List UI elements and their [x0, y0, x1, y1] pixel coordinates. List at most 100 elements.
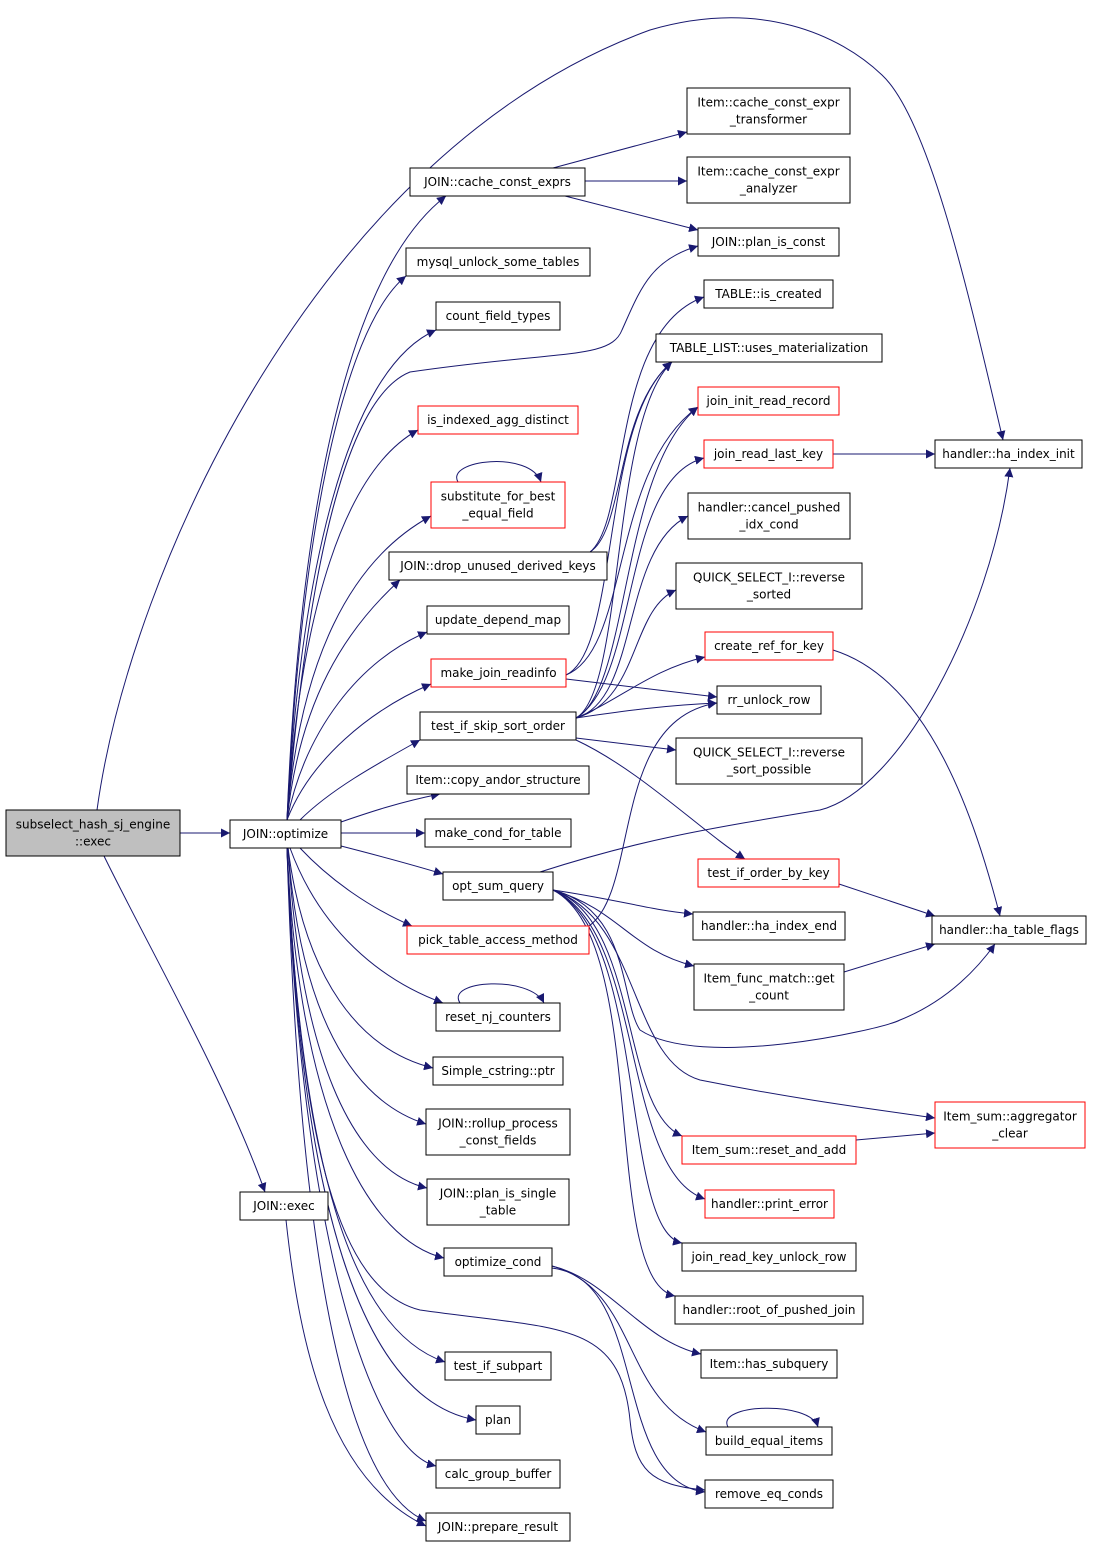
node-label: Item_sum::aggregator [943, 1110, 1077, 1124]
edge-make_join_readinfo-to-join_init_read [565, 406, 699, 676]
edge-drop_unused-to-table_is_created [589, 295, 705, 553]
node-test-subpart[interactable]: test_if_subpart [444, 1351, 552, 1381]
node-plan-is-const[interactable]: JOIN::plan_is_const [697, 227, 840, 257]
node-box [703, 279, 834, 309]
edge-optimize-to-pick_table [299, 847, 413, 927]
node-root[interactable]: subselect_hash_sj_engine::exec [5, 809, 181, 857]
node-box [435, 1459, 561, 1489]
node-box [406, 765, 590, 795]
node-jrk-unlock[interactable]: join_read_key_unlock_row [681, 1242, 857, 1272]
node-prepare-result[interactable]: JOIN::prepare_result [425, 1512, 571, 1542]
node-box [687, 492, 851, 540]
edge-cache_const_exprs-to-plan_is_const [564, 195, 699, 233]
edge-opt_sum_query-to-ha_index_init [539, 467, 1014, 873]
node-ha-index-init[interactable]: handler::ha_index_init [934, 439, 1083, 469]
node-label: pick_table_access_method [418, 933, 578, 947]
node-label: plan [485, 1413, 511, 1427]
node-label: test_if_skip_sort_order [431, 719, 565, 733]
node-label: Item::cache_const_expr [697, 96, 839, 110]
edge-substitute-to-substitute [456, 461, 543, 483]
node-remove-eq[interactable]: remove_eq_conds [704, 1479, 834, 1509]
node-box [432, 1056, 564, 1086]
node-label: _count [748, 989, 789, 1003]
node-pick-table[interactable]: pick_table_access_method [406, 925, 590, 955]
node-plan-single[interactable]: JOIN::plan_is_single_table [426, 1178, 570, 1226]
node-optimize[interactable]: JOIN::optimize [229, 819, 342, 849]
node-opt-sum-query[interactable]: opt_sum_query [442, 871, 554, 901]
node-calc-group[interactable]: calc_group_buffer [435, 1459, 561, 1489]
node-label: Item::cache_const_expr [697, 165, 839, 179]
node-join-read-last[interactable]: join_read_last_key [703, 439, 834, 469]
node-qs-reverse-sorted[interactable]: QUICK_SELECT_I::reverse_sorted [675, 562, 863, 610]
edge-opt_sum_query-to-print_error [552, 889, 706, 1201]
node-box [444, 1351, 552, 1381]
node-drop-unused[interactable]: JOIN::drop_unused_derived_keys [388, 551, 608, 581]
node-root-pushed[interactable]: handler::root_of_pushed_join [674, 1295, 864, 1325]
edge-opt_sum_query-to-reset_and_add [552, 889, 683, 1137]
node-cancel-pushed[interactable]: handler::cancel_pushed_idx_cond [687, 492, 851, 540]
node-label: JOIN::plan_is_single [439, 1187, 557, 1201]
edge-pick_table-to-rr_unlock [588, 699, 718, 927]
node-label: substitute_for_best [441, 490, 556, 504]
node-label: TABLE::is_created [714, 287, 822, 301]
node-func-match[interactable]: Item_func_match::get_count [693, 963, 845, 1011]
node-box [716, 685, 822, 715]
node-box [934, 439, 1083, 469]
node-ha-table-flags[interactable]: handler::ha_table_flags [931, 915, 1087, 945]
node-test-order-by-key[interactable]: test_if_order_by_key [697, 858, 840, 888]
node-box [686, 156, 851, 204]
node-mysql-unlock[interactable]: mysql_unlock_some_tables [405, 247, 591, 277]
node-label: handler::root_of_pushed_join [682, 1303, 855, 1317]
node-box [424, 818, 572, 848]
node-label: ::exec [75, 835, 111, 849]
node-ha-index-end[interactable]: handler::ha_index_end [692, 911, 846, 941]
node-count-field-types[interactable]: count_field_types [435, 301, 561, 331]
node-create-ref[interactable]: create_ref_for_key [704, 631, 834, 661]
node-update-depend[interactable]: update_depend_map [426, 605, 570, 635]
node-label: _const_fields [459, 1134, 537, 1148]
node-label: _clear [991, 1127, 1028, 1141]
node-label: handler::ha_index_init [942, 447, 1075, 461]
edge-exec-to-prepare_result [285, 1219, 427, 1527]
node-rr-unlock[interactable]: rr_unlock_row [716, 685, 822, 715]
edge-make_join_readinfo-to-rr_unlock [565, 678, 718, 701]
node-box [931, 915, 1087, 945]
node-plan[interactable]: plan [475, 1405, 521, 1435]
node-label: test_if_subpart [454, 1359, 543, 1373]
node-test-if-skip[interactable]: test_if_skip_sort_order [419, 711, 577, 741]
node-label: Item::copy_andor_structure [415, 773, 580, 787]
node-copy-andor[interactable]: Item::copy_andor_structure [406, 765, 590, 795]
node-table-is-created[interactable]: TABLE::is_created [703, 279, 834, 309]
node-make-cond[interactable]: make_cond_for_table [424, 818, 572, 848]
node-simple-cstring[interactable]: Simple_cstring::ptr [432, 1056, 564, 1086]
node-reset-and-add[interactable]: Item_sum::reset_and_add [681, 1135, 857, 1165]
node-label: JOIN::rollup_process [437, 1117, 558, 1131]
node-agg-clear[interactable]: Item_sum::aggregator_clear [934, 1101, 1086, 1149]
node-label: _analyzer [739, 182, 797, 196]
edge-optimize-to-simple_cstring [287, 847, 434, 1071]
node-label: _equal_field [461, 507, 533, 521]
node-qs-reverse-possible[interactable]: QUICK_SELECT_I::reverse_sort_possible [675, 737, 863, 785]
node-has-subquery[interactable]: Item::has_subquery [700, 1349, 838, 1379]
node-box [704, 1189, 835, 1219]
node-reset-nj[interactable]: reset_nj_counters [435, 1002, 561, 1032]
node-build-equal[interactable]: build_equal_items [705, 1426, 833, 1456]
node-exec[interactable]: JOIN::exec [239, 1191, 329, 1221]
node-join-init-read[interactable]: join_init_read_record [697, 386, 840, 416]
node-uses-mat[interactable]: TABLE_LIST::uses_materialization [655, 333, 883, 363]
node-cache-const-exprs[interactable]: JOIN::cache_const_exprs [409, 167, 586, 197]
node-substitute[interactable]: substitute_for_best _equal_field [430, 481, 566, 529]
node-print-error[interactable]: handler::print_error [704, 1189, 835, 1219]
node-label: QUICK_SELECT_I::reverse [693, 746, 845, 760]
node-make-join-readinfo[interactable]: make_join_readinfo [430, 658, 567, 688]
node-box [430, 658, 567, 688]
node-label: opt_sum_query [452, 879, 544, 893]
node-label: JOIN::exec [252, 1199, 314, 1213]
edge-optimize-to-substitute [286, 515, 432, 821]
node-optimize-cond[interactable]: optimize_cond [443, 1247, 553, 1277]
edge-optimize-to-mysql_unlock [286, 275, 407, 821]
node-rollup[interactable]: JOIN::rollup_process_const_fields [425, 1108, 571, 1156]
node-cce-transformer[interactable]: Item::cache_const_expr_transformer [686, 87, 851, 135]
node-cce-analyzer[interactable]: Item::cache_const_expr_analyzer [686, 156, 851, 204]
node-is-indexed-agg[interactable]: is_indexed_agg_distinct [417, 405, 579, 435]
